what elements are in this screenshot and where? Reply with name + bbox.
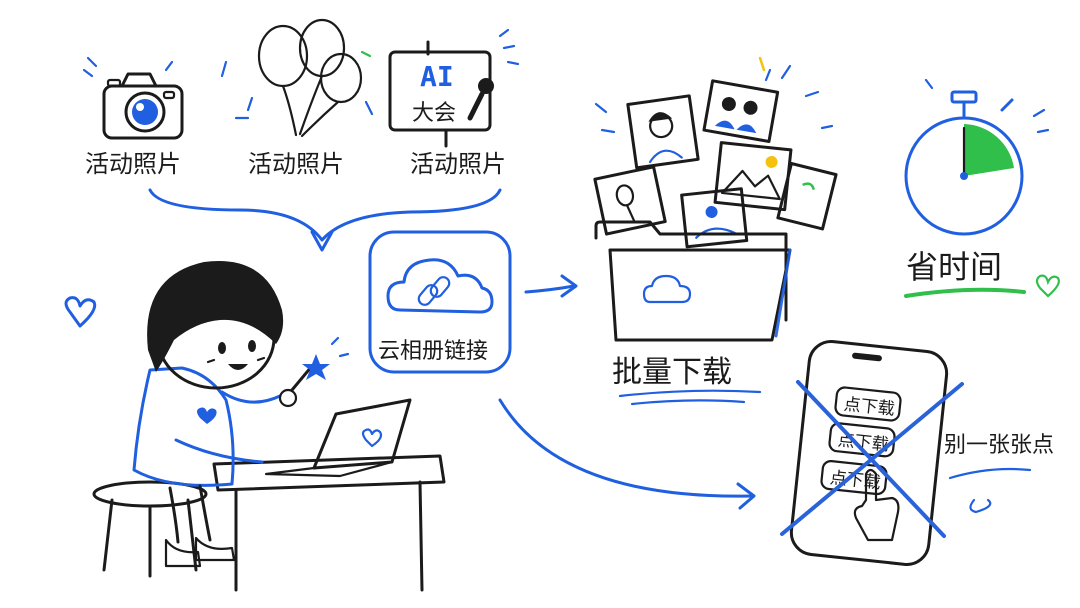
batch-download-label: 批量下载 xyxy=(612,355,732,390)
dont-click-one-by-one-label: 别一张张点 xyxy=(944,433,1054,458)
sign-text-ai: AI xyxy=(420,60,454,93)
girl-with-laptop-icon xyxy=(64,261,446,592)
sources-merge-arrowhead xyxy=(310,230,334,252)
phone-icon xyxy=(789,340,949,566)
arrow-to-phone-head xyxy=(736,482,756,510)
sources-merge-arrow xyxy=(148,188,502,242)
cloud-link-label: 云相册链接 xyxy=(378,339,488,364)
ai-conference-sign-icon xyxy=(388,28,520,148)
source-label-2: 活动照片 xyxy=(248,150,344,178)
tapping-hand-icon xyxy=(853,468,900,542)
cloud-link-card xyxy=(368,230,512,374)
arrow-to-folder-head xyxy=(560,274,578,298)
laptop-heart-icon xyxy=(361,428,383,448)
folder-photos-icon xyxy=(593,56,838,342)
heart-icon xyxy=(1035,274,1060,298)
arrow-to-folder xyxy=(524,284,576,294)
save-time-label: 省时间 xyxy=(906,248,1002,286)
caption-scribble xyxy=(948,467,1032,514)
cloud-link-icon xyxy=(386,258,494,314)
magic-wand-star-icon xyxy=(302,354,330,380)
cross-out-icon xyxy=(780,380,964,538)
arrow-to-phone xyxy=(498,398,754,498)
stopwatch-icon xyxy=(904,78,1050,236)
sign-text-conference: 大会 xyxy=(412,101,456,126)
source-label-1: 活动照片 xyxy=(85,150,181,178)
dress-heart-icon xyxy=(197,407,217,424)
batch-underline xyxy=(618,389,762,406)
source-label-3: 活动照片 xyxy=(410,150,506,178)
balloons-icon xyxy=(220,18,374,138)
camera-icon xyxy=(82,56,184,140)
phone-download-button-1[interactable]: 点下载 xyxy=(834,386,902,422)
save-time-underline xyxy=(904,287,1026,298)
floating-heart-icon xyxy=(64,296,97,328)
